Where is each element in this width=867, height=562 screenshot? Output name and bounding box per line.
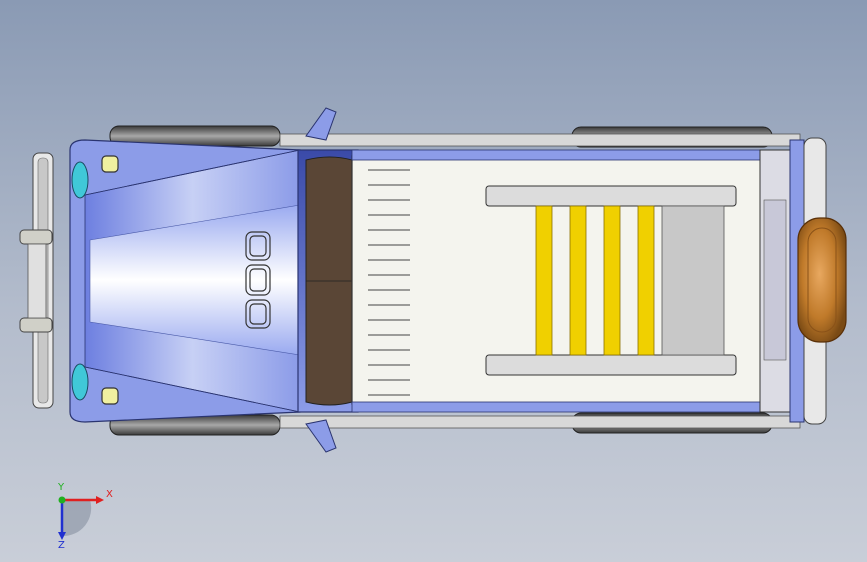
hood[interactable] bbox=[69, 139, 301, 423]
left-headlight bbox=[71, 161, 89, 199]
left-mirror[interactable] bbox=[305, 107, 337, 141]
right-sill bbox=[279, 415, 801, 429]
rear-body[interactable] bbox=[759, 137, 827, 425]
right-headlight bbox=[71, 363, 89, 401]
rack-rails bbox=[535, 205, 655, 356]
cab[interactable] bbox=[297, 149, 359, 413]
left-corner-lamp bbox=[101, 155, 119, 173]
roof-vent-slats bbox=[368, 169, 410, 396]
y-axis-label: Y bbox=[57, 482, 65, 493]
front-bull-bar[interactable] bbox=[19, 152, 54, 409]
x-axis-arrowhead bbox=[96, 496, 104, 504]
coordinate-triad: X Y Z bbox=[57, 482, 113, 548]
z-axis-arrowhead bbox=[58, 532, 66, 540]
z-axis-label: Z bbox=[58, 540, 65, 548]
x-axis-label: X bbox=[106, 489, 113, 500]
y-axis-dot bbox=[58, 496, 66, 504]
triad-plane bbox=[62, 500, 92, 537]
right-mirror[interactable] bbox=[305, 419, 337, 453]
left-sill bbox=[279, 133, 801, 147]
spare-tire[interactable] bbox=[797, 217, 847, 343]
hood-vent bbox=[245, 231, 271, 329]
roof-rack[interactable] bbox=[485, 185, 737, 376]
right-corner-lamp bbox=[101, 387, 119, 405]
